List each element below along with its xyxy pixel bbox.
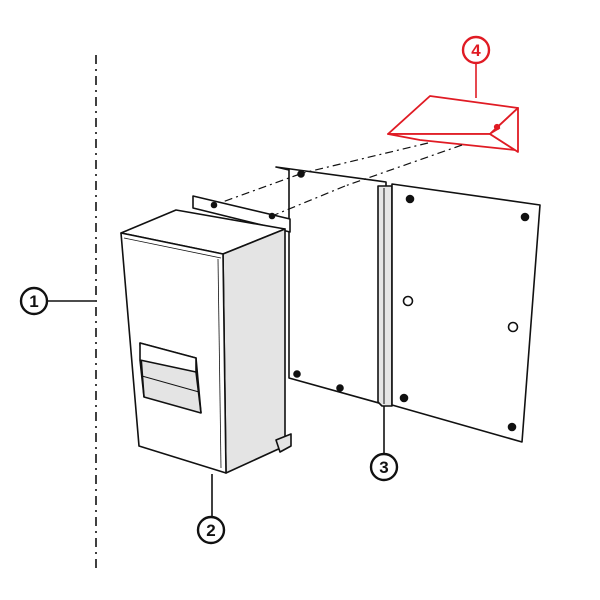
- enclosure-box: [120, 195, 292, 474]
- mounting-panel: [275, 166, 541, 443]
- callout-1: 1: [19, 286, 49, 316]
- alignment-lines-enclosure: [213, 173, 346, 217]
- callout-3-label: 3: [379, 458, 388, 477]
- callout-2-label: 2: [206, 521, 215, 540]
- leader-lines: [47, 300, 385, 516]
- callout-2: 2: [196, 515, 226, 545]
- callout-3: 3: [369, 452, 399, 482]
- callout-4: 4: [461, 35, 491, 65]
- alignment-lines-cover: [302, 142, 463, 187]
- callout-1-label: 1: [29, 292, 38, 311]
- cover-flap: [387, 95, 519, 153]
- callout-4-label: 4: [471, 41, 481, 60]
